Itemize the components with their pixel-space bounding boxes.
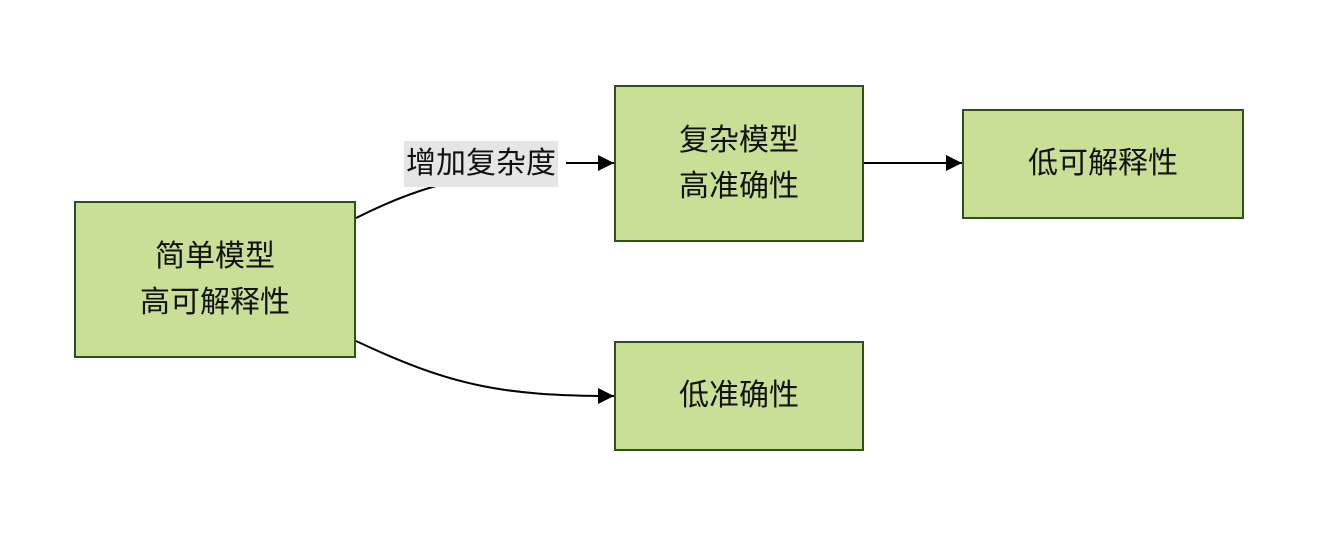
node-simple-model[interactable]: 简单模型 高可解释性 <box>74 201 356 358</box>
edge-simple-to-complex <box>355 185 437 219</box>
edge-simple-to-low-accuracy <box>355 340 615 404</box>
node-complex-model-line2: 高准确性 <box>679 168 799 204</box>
node-complex-model-line1: 复杂模型 <box>679 122 799 158</box>
node-low-accuracy-label: 低准确性 <box>679 378 799 413</box>
edge-label-increase-complexity: 增加复杂度 <box>404 141 558 187</box>
node-low-interpretability[interactable]: 低可解释性 <box>962 109 1244 219</box>
node-low-accuracy[interactable]: 低准确性 <box>614 341 864 451</box>
node-low-interpretability-label: 低可解释性 <box>1028 146 1178 181</box>
node-simple-model-line1: 简单模型 <box>155 238 275 274</box>
node-complex-model[interactable]: 复杂模型 高准确性 <box>614 85 864 242</box>
node-simple-model-line2: 高可解释性 <box>140 284 290 320</box>
